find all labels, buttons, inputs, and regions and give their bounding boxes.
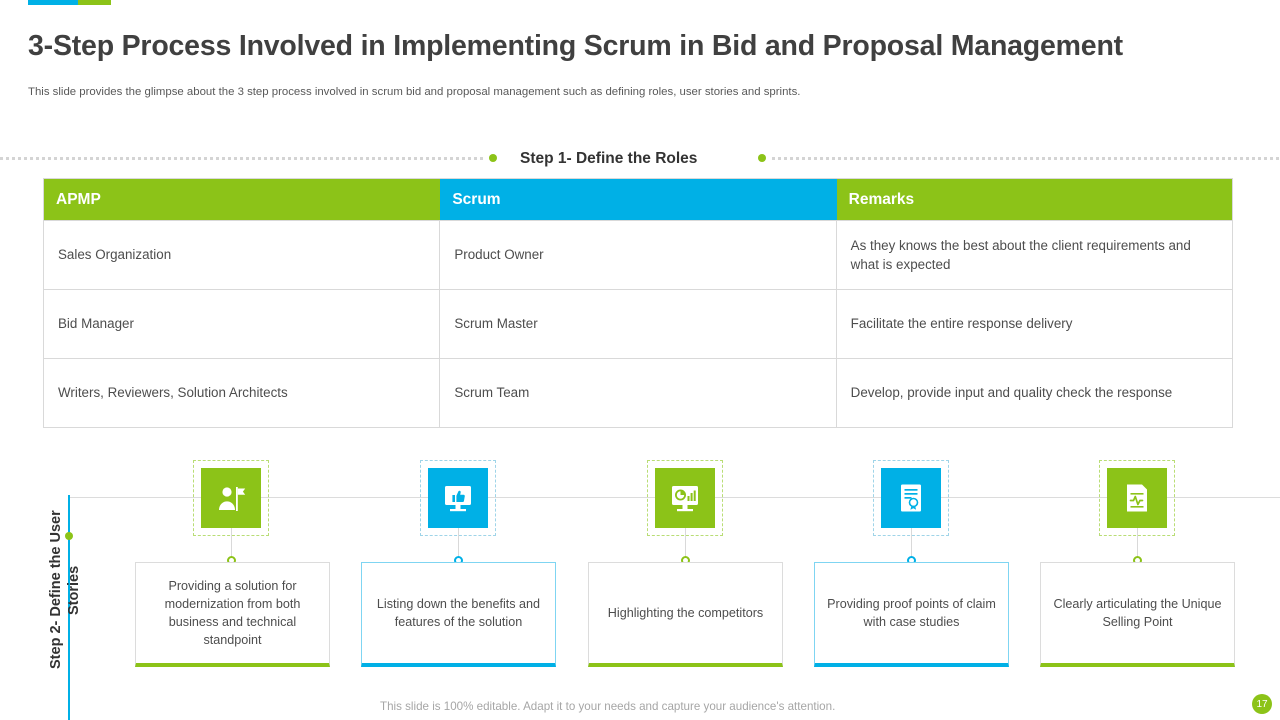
step2-card-3: Highlighting the competitors: [588, 562, 783, 667]
icon-dashed-outline: [420, 460, 496, 536]
table-cell-apmp: Writers, Reviewers, Solution Architects: [44, 359, 441, 427]
icon-dashed-outline: [1099, 460, 1175, 536]
step2-vertical-spine: [68, 495, 70, 720]
step2-spine-dot-icon: [65, 532, 73, 540]
table-cell-scrum: Product Owner: [440, 221, 837, 289]
dashed-rule-left: [0, 157, 486, 160]
page-number-badge: 17: [1252, 694, 1272, 714]
dashed-rule-right: [772, 157, 1280, 160]
accent-segment-green: [78, 0, 111, 5]
page-title: 3-Step Process Involved in Implementing …: [28, 30, 1123, 62]
roles-table: APMP Scrum Remarks Sales Organization Pr…: [43, 178, 1233, 428]
accent-segment-blue: [28, 0, 78, 5]
icon-dashed-outline: [193, 460, 269, 536]
top-accent-bar: [28, 0, 111, 5]
document-pulse-icon: [1107, 468, 1167, 528]
icon-dashed-outline: [873, 460, 949, 536]
step2-icon-2: [420, 460, 496, 536]
table-cell-scrum: Scrum Team: [440, 359, 837, 427]
table-header-row: APMP Scrum Remarks: [44, 179, 1232, 220]
connector-line-3: [685, 528, 686, 562]
table-cell-scrum: Scrum Master: [440, 290, 837, 358]
table-row: Sales Organization Product Owner As they…: [44, 220, 1232, 289]
page-subtitle: This slide provides the glimpse about th…: [28, 86, 801, 98]
bullet-dot-left-icon: [489, 154, 497, 162]
footer-note: This slide is 100% editable. Adapt it to…: [380, 700, 836, 713]
table-cell-remarks: Facilitate the entire response delivery: [850, 316, 1073, 332]
connector-line-4: [911, 528, 912, 562]
step2-card-4: Providing proof points of claim with cas…: [814, 562, 1009, 667]
connector-line-2: [458, 528, 459, 562]
table-body: Sales Organization Product Owner As they…: [44, 220, 1232, 427]
table-header-apmp: APMP: [44, 179, 441, 220]
table-cell-remarks: As they knows the best about the client …: [850, 237, 1191, 272]
table-cell-remarks: Develop, provide input and quality check…: [850, 385, 1173, 401]
step1-label: Step 1- Define the Roles: [520, 150, 698, 167]
table-header-remarks: Remarks: [836, 179, 1232, 220]
step2-icon-1: [193, 460, 269, 536]
monitor-chart-icon: [655, 468, 715, 528]
step2-icon-3: [647, 460, 723, 536]
table-cell-apmp: Bid Manager: [44, 290, 441, 358]
table-header-scrum: Scrum: [440, 179, 837, 220]
step2-card-1: Providing a solution for modernization f…: [135, 562, 330, 667]
bullet-dot-right-icon: [758, 154, 766, 162]
step2-card-5: Clearly articulating the Unique Selling …: [1040, 562, 1235, 667]
step2-icon-5: [1099, 460, 1175, 536]
step1-header-band: Step 1- Define the Roles: [0, 150, 1280, 167]
table-row: Writers, Reviewers, Solution Architects …: [44, 358, 1232, 427]
connector-line-5: [1137, 528, 1138, 562]
step2-card-2: Listing down the benefits and features o…: [361, 562, 556, 667]
step2-icon-4: [873, 460, 949, 536]
table-row: Bid Manager Scrum Master Facilitate the …: [44, 289, 1232, 358]
icon-dashed-outline: [647, 460, 723, 536]
connector-line-1: [231, 528, 232, 562]
thumbs-up-monitor-icon: [428, 468, 488, 528]
step2-label: Step 2- Define the User Stories: [48, 510, 83, 670]
certificate-document-icon: [881, 468, 941, 528]
presenter-person-icon: [201, 468, 261, 528]
table-cell-apmp: Sales Organization: [44, 221, 441, 289]
